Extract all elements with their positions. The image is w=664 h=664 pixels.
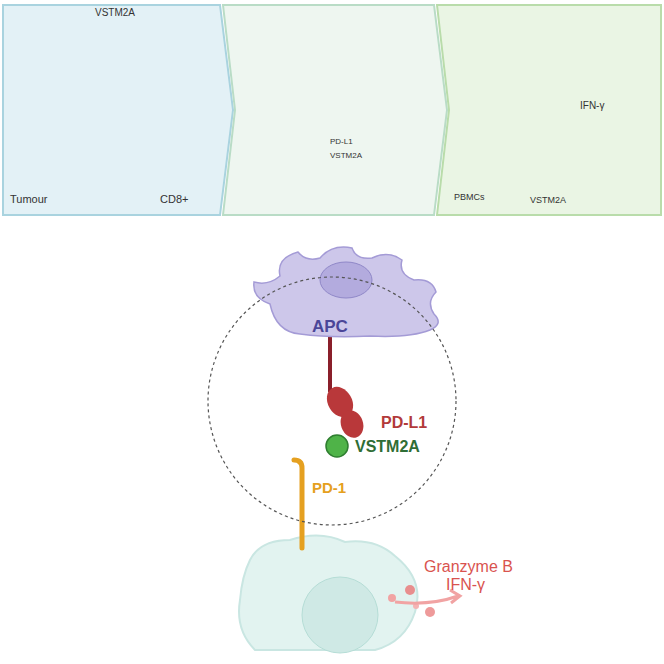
- t-cell: [239, 535, 418, 653]
- diagram-node: PD-L1VSTM2A: [222, 4, 448, 216]
- free-label: IFN-γ: [446, 576, 485, 594]
- pd-1-receptor: [294, 460, 302, 548]
- node-shape: [436, 4, 662, 216]
- diagram-node: VSTM2A Tumour CD8+: [2, 4, 234, 216]
- node-text: VSTM2A: [355, 438, 420, 456]
- node-text: VSTM2A: [95, 7, 135, 18]
- node-text: VSTM2A: [530, 196, 566, 206]
- diagram-node: APC: [250, 244, 442, 338]
- vstm2a-ball: [326, 435, 348, 457]
- node-shape: [222, 4, 448, 216]
- node-text: IFN-γ: [580, 100, 604, 111]
- pd-l1-stem: [328, 336, 332, 392]
- free-label: Granzyme B: [424, 558, 513, 576]
- node-text: VSTM2A: [330, 152, 362, 161]
- node-text: Tumour: [10, 193, 48, 205]
- diagram-node: IFN-γPBMCs VSTM2A: [436, 4, 662, 216]
- node-text: PBMCs: [454, 193, 485, 203]
- node-text: PD-L1: [330, 138, 353, 147]
- node-text: PD-L1: [381, 414, 427, 432]
- node-text: PD-1: [312, 480, 346, 497]
- node-shape: [2, 4, 234, 216]
- node-text: CD8+: [160, 193, 188, 205]
- diagram-node: PD-L1VSTM2A PD-1: [207, 276, 457, 526]
- node-text: APC: [312, 318, 348, 337]
